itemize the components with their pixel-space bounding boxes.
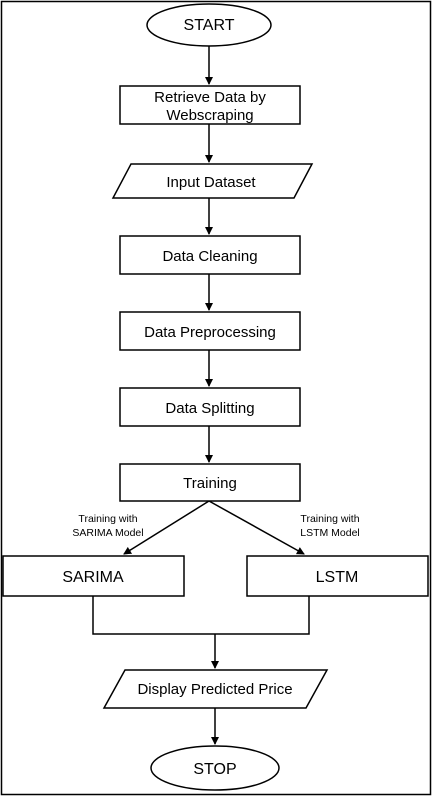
edge-label-sarima-line2: SARIMA Model bbox=[72, 527, 143, 539]
cleaning-node: Data Cleaning bbox=[119, 235, 301, 275]
input-node: Input Dataset bbox=[111, 163, 314, 199]
edge-label-lstm-line1: Training with bbox=[300, 513, 359, 525]
stop-label: STOP bbox=[193, 761, 236, 778]
display-node: Display Predicted Price bbox=[102, 669, 329, 709]
training-node: Training bbox=[119, 463, 301, 502]
preprocessing-label: Data Preprocessing bbox=[144, 324, 276, 341]
start-label: START bbox=[184, 17, 235, 34]
display-label: Display Predicted Price bbox=[137, 681, 292, 698]
arrow-training-to-sarima bbox=[123, 500, 210, 555]
edge-label-lstm-line2: LSTM Model bbox=[300, 527, 360, 539]
sarima-label: SARIMA bbox=[62, 569, 124, 586]
lstm-label: LSTM bbox=[316, 569, 359, 586]
retrieve-label-line2: Webscraping bbox=[166, 107, 253, 124]
training-label: Training bbox=[183, 475, 237, 492]
splitting-node: Data Splitting bbox=[119, 387, 301, 427]
stop-node: STOP bbox=[150, 745, 280, 791]
arrow-training-to-lstm bbox=[208, 500, 305, 555]
start-node: START bbox=[146, 3, 272, 47]
retrieve-label-line1: Retrieve Data by bbox=[154, 89, 266, 106]
sarima-node: SARIMA bbox=[2, 555, 185, 597]
cleaning-label: Data Cleaning bbox=[162, 248, 257, 265]
splitting-label: Data Splitting bbox=[165, 400, 254, 417]
retrieve-node: Retrieve Data by Webscraping bbox=[119, 85, 301, 125]
input-label: Input Dataset bbox=[166, 174, 256, 191]
preprocessing-node: Data Preprocessing bbox=[119, 311, 301, 351]
edge-label-sarima-line1: Training with bbox=[78, 513, 137, 525]
lstm-node: LSTM bbox=[246, 555, 429, 597]
connectors bbox=[92, 46, 310, 745]
merge-line bbox=[92, 596, 310, 635]
